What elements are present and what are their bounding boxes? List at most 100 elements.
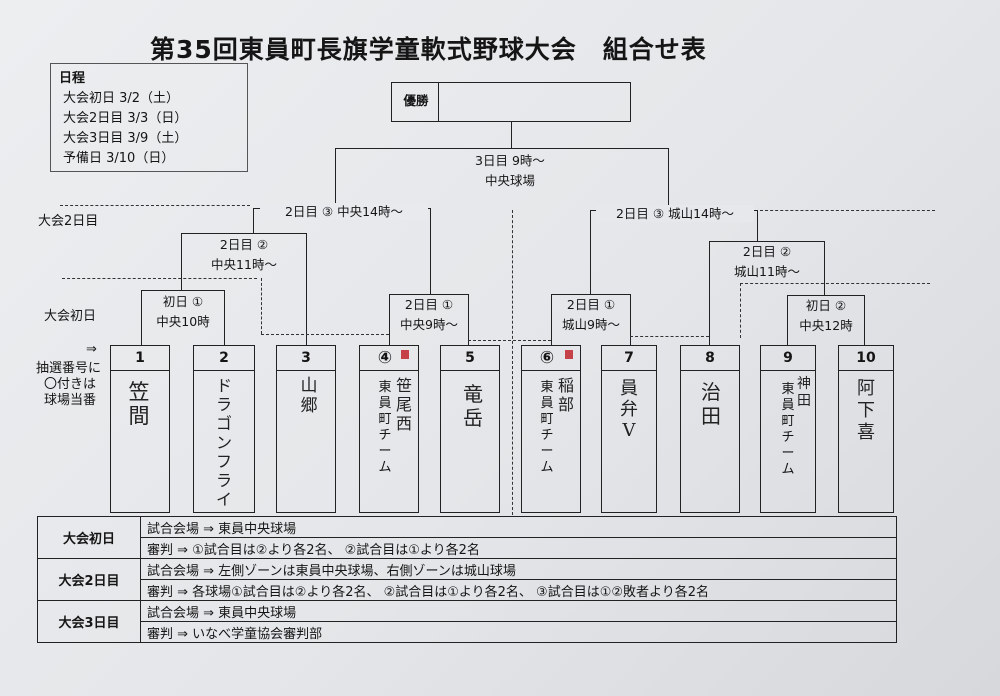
bracket-line — [709, 241, 710, 345]
bracket-line — [141, 290, 142, 345]
team-number: 7 — [624, 350, 634, 366]
bracket-line — [668, 148, 669, 208]
team-box: 3 山郷 — [276, 345, 336, 513]
final-venue: 中央球場 — [484, 173, 535, 188]
stamp-mark — [565, 350, 573, 359]
team-typed: 東員町チーム — [378, 380, 392, 475]
bracket-line — [787, 295, 788, 345]
bracket-line — [468, 294, 469, 345]
r1d-time: 中央12時 — [799, 318, 853, 333]
r1c-time: 城山9時～ — [562, 317, 620, 332]
bracket-line — [181, 233, 182, 290]
r1b-time: 中央9時～ — [400, 317, 458, 332]
team-name: 山郷 — [300, 376, 318, 416]
r1d-round: 初日 ② — [805, 298, 847, 313]
team-number: 10 — [856, 350, 876, 366]
bracket-line — [253, 208, 254, 233]
schedule-line: 予備日 3/10（日） — [63, 151, 175, 166]
bracket-line — [181, 233, 306, 234]
team-typed: 東員町チーム — [540, 380, 554, 475]
team-box: 10 阿下喜 — [838, 345, 894, 513]
team-divider — [194, 370, 254, 371]
team-divider — [761, 370, 815, 371]
bracket-line — [757, 210, 758, 241]
team-name: 阿下喜 — [857, 378, 875, 443]
team-number: 1 — [135, 350, 145, 366]
day2-umpire: 審判 ⇒ 各球場①試合目は②より各2名、 ②試合目は①より各2名、 ③試合目は①… — [140, 579, 897, 601]
r1b-round: 2日目 ① — [404, 297, 454, 312]
zone-divider — [62, 278, 257, 279]
winner-box — [391, 82, 631, 122]
semi-right-label: 2日目 ③ 城山14時～ — [596, 205, 754, 222]
bracket-line — [389, 294, 390, 345]
team-name: 治田 — [701, 380, 721, 428]
zone-divider — [740, 283, 930, 284]
winner-label: 優勝 — [403, 93, 429, 108]
team-divider — [522, 370, 580, 371]
r1a-time: 中央10時 — [156, 314, 210, 329]
bracket-line — [590, 210, 591, 294]
day3-venue: 試合会場 ⇒ 東員中央球場 — [140, 600, 897, 622]
zone-divider — [512, 210, 513, 515]
team-divider — [277, 370, 335, 371]
team-name: 竜岳 — [463, 382, 483, 430]
team-typed: 東員町チーム — [781, 382, 795, 477]
schedule-header: 日程 — [59, 71, 86, 86]
bracket-line — [430, 208, 431, 294]
bracket-line — [551, 294, 552, 345]
bracket-line — [824, 241, 825, 295]
zone-divider — [261, 278, 262, 334]
r1a-round: 初日 ① — [162, 294, 204, 309]
r1c-round: 2日目 ① — [566, 297, 616, 312]
winner-divider — [438, 82, 439, 122]
team-divider — [441, 370, 499, 371]
page-title: 第35回東員町長旗学童軟式野球大会 組合せ表 — [150, 35, 707, 64]
zone-divider — [468, 340, 551, 341]
team-box: ④ 東員町チーム 笹尾西 — [359, 345, 419, 513]
team-number: 9 — [783, 350, 793, 366]
bracket-line — [787, 295, 864, 296]
day2-label: 大会2日目 — [37, 558, 141, 601]
team-number: ④ — [377, 348, 393, 368]
team-divider — [602, 370, 656, 371]
schedule-box: 日程 大会初日 3/2（土） 大会2日目 3/3（日） 大会3日目 3/9（土）… — [50, 63, 248, 172]
team-name: ドラゴンフライ — [215, 376, 232, 509]
team-divider — [360, 370, 418, 371]
team-divider — [681, 370, 739, 371]
bracket-line — [335, 148, 668, 149]
bracket-line — [141, 290, 224, 291]
zone-divider — [60, 205, 250, 206]
day3-umpire: 審判 ⇒ いなべ学童協会審判部 — [140, 621, 897, 643]
team-box: 8 治田 — [680, 345, 740, 513]
team-number: ⑥ — [539, 348, 555, 368]
bracket-line — [709, 241, 824, 242]
quarter-right-time: 城山11時～ — [734, 264, 800, 279]
team-box: 1 笠間 — [110, 345, 170, 513]
schedule-line: 大会3日目 3/9（土） — [63, 131, 188, 146]
day2-venue: 試合会場 ⇒ 左側ゾーンは東員中央球場、右側ゾーンは城山球場 — [140, 558, 897, 580]
team-name: 笠間 — [128, 380, 150, 428]
team-number: 3 — [301, 350, 311, 366]
zone-divider — [261, 334, 389, 335]
team-box: ⑥ 東員町チーム 稲部 — [521, 345, 581, 513]
team-number: 2 — [219, 350, 229, 366]
bracket-line — [306, 233, 307, 345]
lottery-note: 抽選番号に — [36, 361, 102, 376]
team-name: 員弁V — [620, 378, 638, 441]
team-box: 7 員弁V — [601, 345, 657, 513]
quarter-left-round: 2日目 ② — [219, 237, 269, 252]
team-number: 5 — [465, 350, 475, 366]
zone-divider — [630, 336, 709, 337]
bracket-line — [630, 294, 631, 345]
team-name: 笹尾西 — [395, 376, 412, 433]
team-name: 稲部 — [557, 376, 574, 414]
lottery-note: 〇付きは — [44, 377, 97, 392]
bracket-line — [389, 294, 468, 295]
quarter-left-time: 中央11時～ — [211, 257, 277, 272]
team-divider — [839, 370, 893, 371]
team-number: 8 — [705, 350, 715, 366]
zone-divider — [760, 210, 935, 211]
team-box: 9 東員町チーム 神田 — [760, 345, 816, 513]
day1-umpire: 審判 ⇒ ①試合目は②より各2名、 ②試合目は①より各2名 — [140, 537, 897, 559]
